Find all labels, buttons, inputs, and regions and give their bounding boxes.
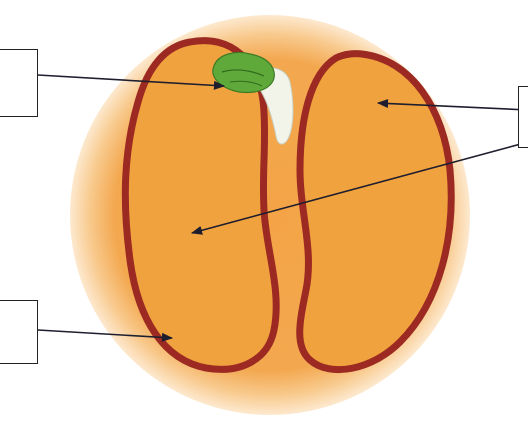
label-box-plumule[interactable] <box>0 49 38 117</box>
label-box-cotyledon[interactable] <box>518 86 528 148</box>
label-box-seed-coat[interactable] <box>0 300 38 364</box>
